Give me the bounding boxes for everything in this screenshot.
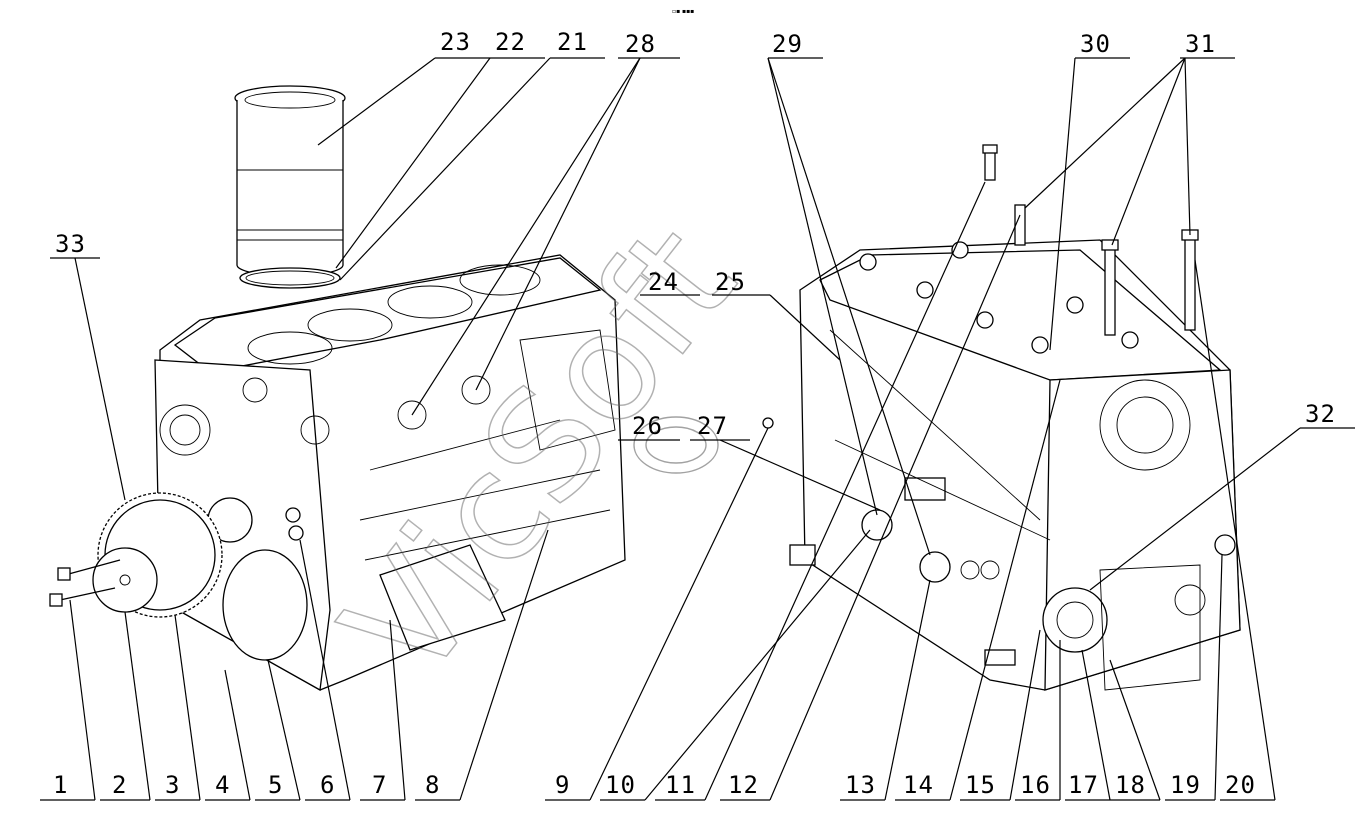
label-29: 29 — [772, 30, 803, 58]
label-11: 11 — [665, 771, 696, 799]
label-12: 12 — [728, 771, 759, 799]
label-9: 9 — [555, 771, 570, 799]
label-22: 22 — [495, 28, 526, 56]
label-20: 20 — [1225, 771, 1256, 799]
label-8: 8 — [425, 771, 440, 799]
right-engine-block — [762, 144, 1241, 691]
label-26: 26 — [632, 412, 663, 440]
label-14: 14 — [903, 771, 934, 799]
label-10: 10 — [605, 771, 636, 799]
label-3: 3 — [165, 771, 180, 799]
label-21: 21 — [557, 28, 588, 56]
label-13: 13 — [845, 771, 876, 799]
label-27: 27 — [697, 412, 728, 440]
top-mark: ▫▪ ▪▪▪ — [672, 8, 694, 15]
label-30: 30 — [1080, 30, 1111, 58]
bottom-labels: 1 2 3 4 5 6 7 8 9 10 11 12 13 14 15 16 1… — [53, 771, 1256, 799]
left-engine-block — [49, 254, 626, 692]
label-6: 6 — [320, 771, 335, 799]
leader-lines — [40, 57, 1355, 801]
label-23: 23 — [440, 28, 471, 56]
label-25: 25 — [715, 268, 746, 296]
label-7: 7 — [372, 771, 387, 799]
label-5: 5 — [268, 771, 283, 799]
label-2: 2 — [112, 771, 127, 799]
top-labels: 23 22 21 28 29 30 31 — [440, 28, 1216, 58]
label-17: 17 — [1068, 771, 1099, 799]
label-32: 32 — [1305, 400, 1336, 428]
label-19: 19 — [1170, 771, 1201, 799]
label-24: 24 — [648, 268, 679, 296]
cylinder-liner — [234, 85, 346, 289]
label-4: 4 — [215, 771, 230, 799]
label-31: 31 — [1185, 30, 1216, 58]
label-16: 16 — [1020, 771, 1051, 799]
label-28: 28 — [625, 30, 656, 58]
label-33: 33 — [55, 230, 86, 258]
label-18: 18 — [1115, 771, 1146, 799]
label-15: 15 — [965, 771, 996, 799]
mid-labels: 33 24 25 26 27 32 — [55, 230, 1336, 440]
label-1: 1 — [53, 771, 68, 799]
